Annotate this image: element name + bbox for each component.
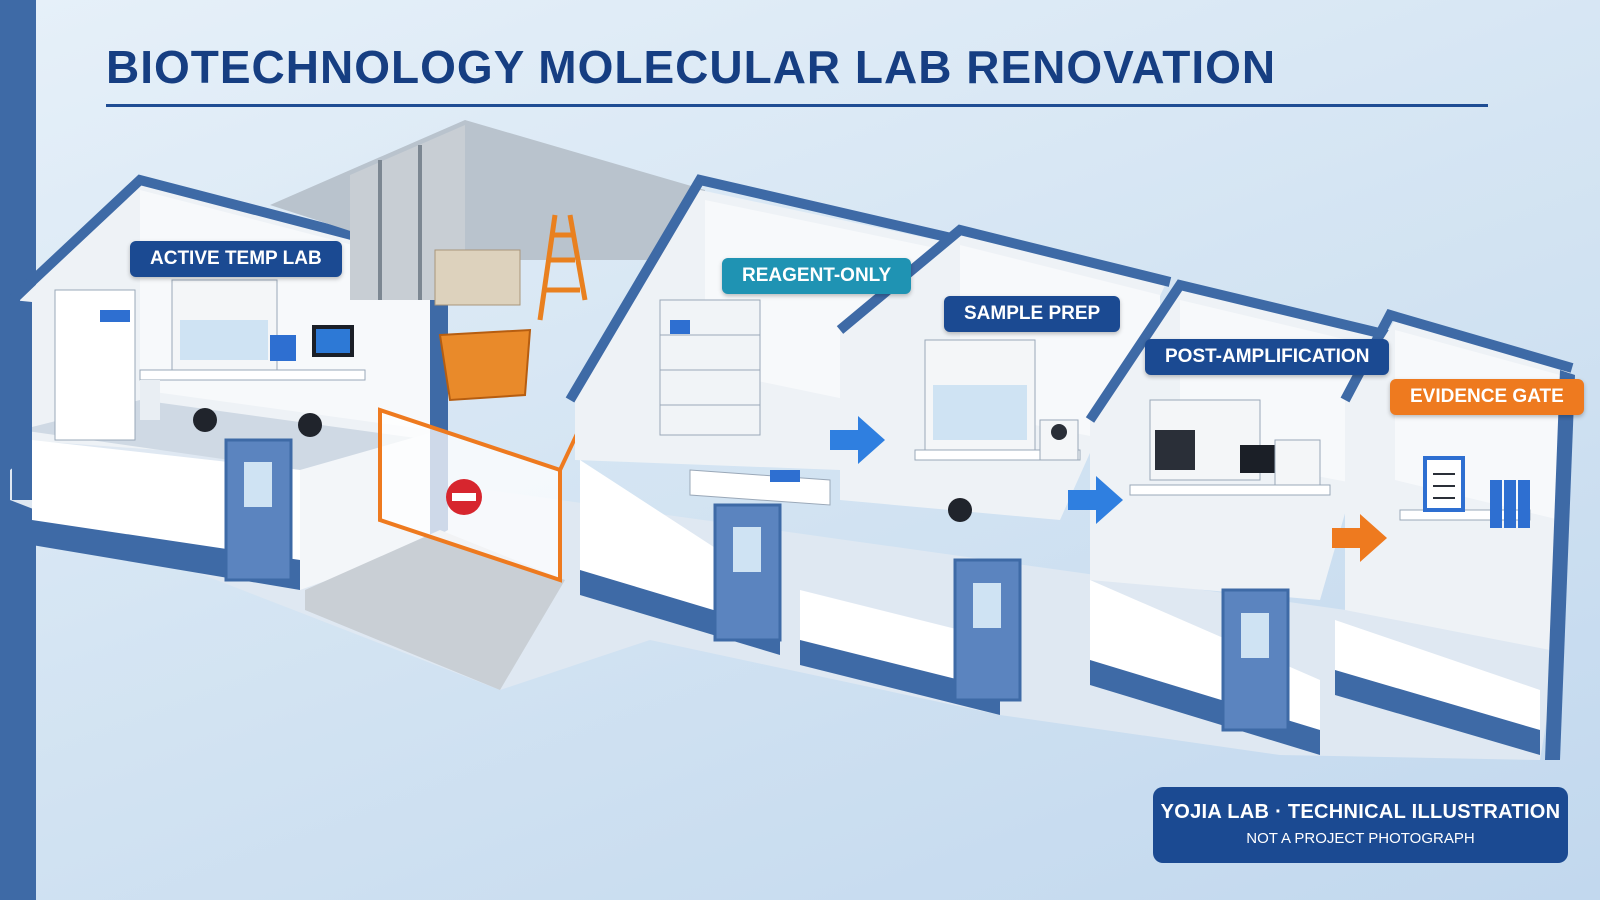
zone-label-reagent-only: REAGENT-ONLY bbox=[722, 258, 912, 294]
zone-label-sample-prep: SAMPLE PREP bbox=[944, 296, 1121, 332]
ladder-icon bbox=[537, 214, 588, 321]
flow-arrow-icon bbox=[1068, 476, 1123, 524]
credit-line-2: NOT A PROJECT PHOTOGRAPH bbox=[1246, 830, 1475, 847]
zone-label-active-temp-lab: ACTIVE TEMP LAB bbox=[130, 241, 342, 277]
monitor-icon bbox=[312, 325, 354, 357]
clipboard-icon bbox=[1423, 456, 1465, 512]
flow-arrow-icon bbox=[1332, 514, 1387, 562]
title-underline bbox=[106, 104, 1488, 107]
page-title: BIOTECHNOLOGY MOLECULAR LAB RENOVATION bbox=[106, 41, 1277, 93]
no-entry-icon bbox=[446, 479, 482, 515]
credit-line-1: YOJIA LAB · TECHNICAL ILLUSTRATION bbox=[1160, 801, 1561, 823]
construction-zone bbox=[270, 120, 705, 690]
binder-icon bbox=[1490, 480, 1530, 528]
zone-label-post-amplification: POST-AMPLIFICATION bbox=[1145, 339, 1390, 375]
flow-arrow-icon bbox=[830, 416, 885, 464]
zone-label-evidence-gate: EVIDENCE GATE bbox=[1390, 379, 1584, 415]
credit-box: YOJIA LAB · TECHNICAL ILLUSTRATION NOT A… bbox=[1153, 787, 1568, 863]
